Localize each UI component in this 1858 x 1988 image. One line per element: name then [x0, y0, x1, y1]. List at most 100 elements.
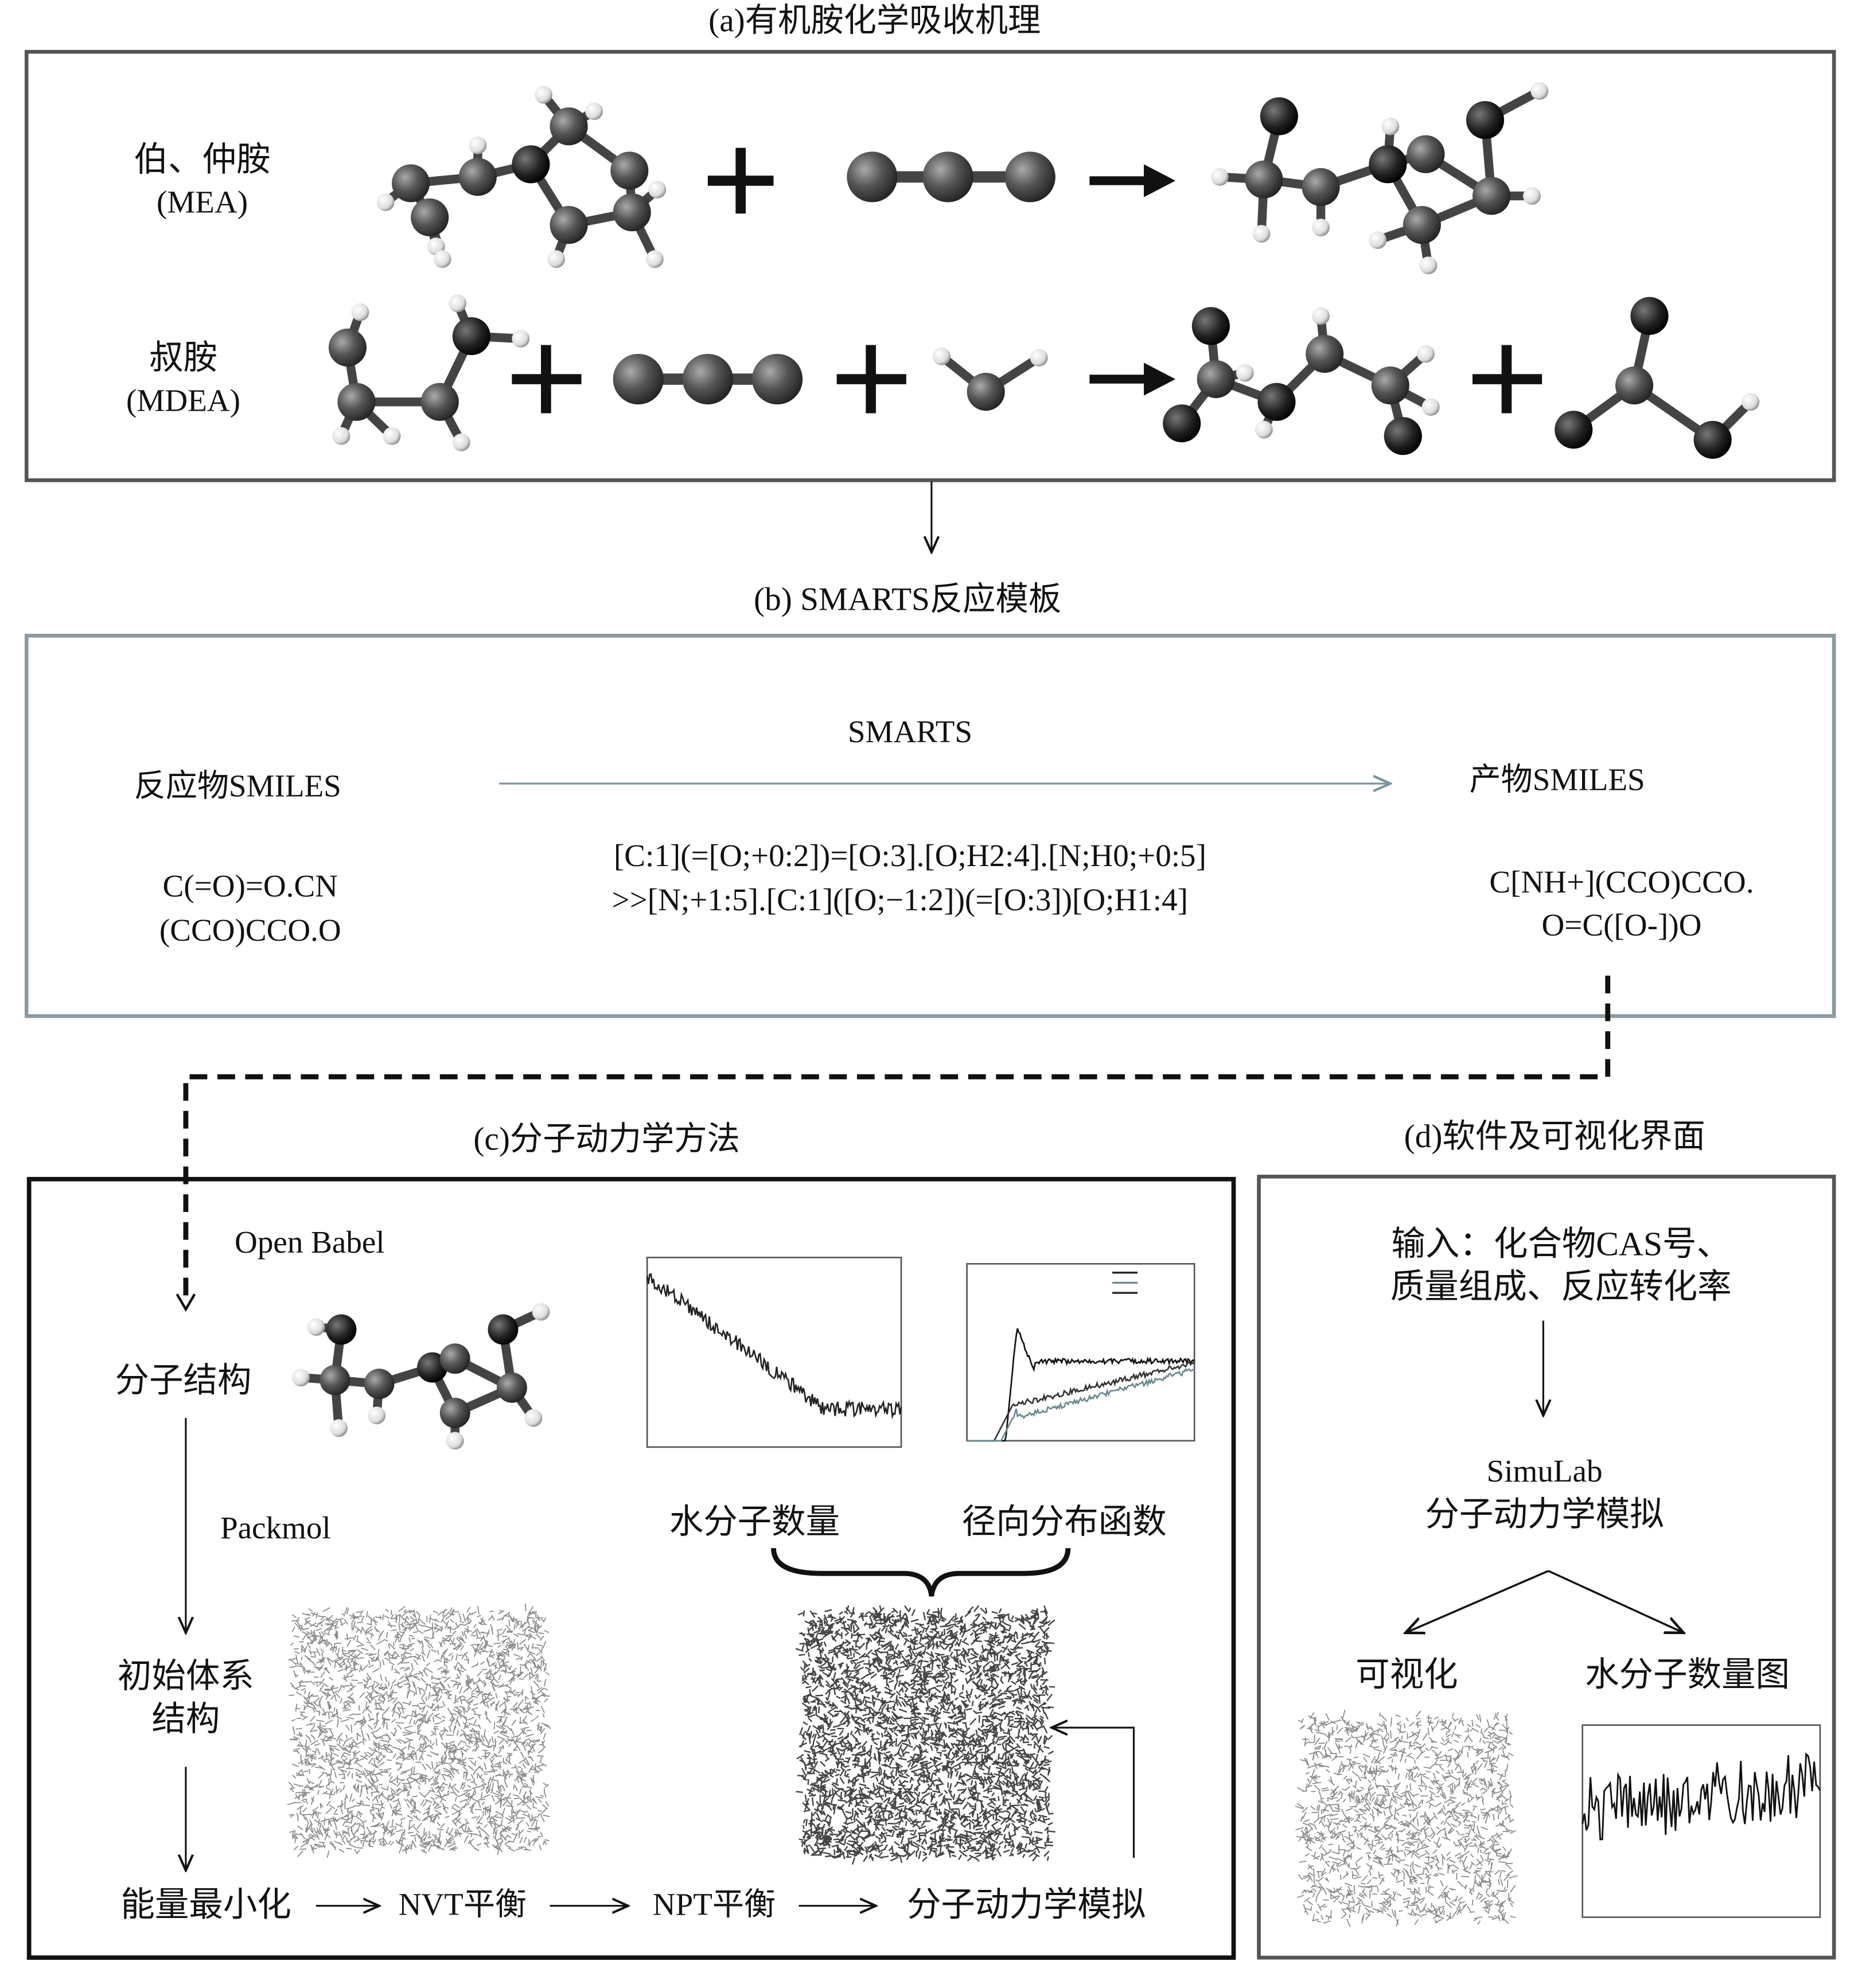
- heavy-atom: [417, 1352, 448, 1383]
- step-md-simulation: 分子动力学模拟: [906, 1885, 1146, 1924]
- plus-icon: [707, 147, 774, 214]
- molecular-structure-label: 分子结构: [115, 1361, 252, 1400]
- hydrogen-atom: [1312, 307, 1330, 325]
- curly-brace: [771, 1547, 1071, 1597]
- hydrogen-atom: [648, 181, 667, 198]
- product-smiles-line-2: O=C([O-])O: [1541, 909, 1702, 944]
- reactant-smiles-label: 反应物SMILES: [134, 770, 341, 804]
- input-line-1: 输入：化合物CAS号、: [1391, 1225, 1731, 1263]
- initial-system-label-1: 初始体系: [117, 1657, 254, 1695]
- panel-d-title: (d)软件及可视化界面: [1404, 1118, 1705, 1155]
- mea-label: (MEA): [156, 186, 248, 220]
- panel-a-title: (a)有机胺化学吸收机理: [708, 2, 1041, 39]
- heavy-atom: [1615, 366, 1654, 405]
- molecule-model: [847, 151, 1055, 202]
- smarts-template-line-1: [C:1](=[O;+0:2])=[O:3].[O;H2:4].[N;H0;+0…: [613, 839, 1206, 874]
- plus-icon: [1472, 345, 1543, 414]
- heavy-atom: [1302, 168, 1340, 206]
- step-npt-equilibrium: NPT平衡: [652, 1888, 776, 1923]
- reactant-smiles-line-2: (CCO)CCO.O: [159, 914, 341, 949]
- heavy-atom: [1466, 101, 1505, 139]
- hydrogen-atom: [585, 102, 603, 120]
- step-nvt-equilibrium: NVT平衡: [398, 1888, 527, 1923]
- heavy-atom: [1630, 297, 1669, 335]
- hydrogen-atom: [469, 136, 487, 154]
- hydrogen-atom: [1030, 349, 1048, 367]
- feedback-arrow: [1051, 1728, 1135, 1858]
- arrow-to-water-chart: [1548, 1570, 1684, 1633]
- heavy-atom: [550, 206, 588, 244]
- smarts-template-line-2: >>[N;+1:5].[C:1]([O;−1:2])(=[O:3])[O;H1:…: [611, 883, 1188, 918]
- heavy-atom: [328, 328, 367, 367]
- molecule-model: [613, 353, 803, 405]
- hydrogen-atom: [645, 250, 664, 268]
- heavy-atom: [967, 373, 1005, 411]
- hydrogen-atom: [330, 1419, 348, 1437]
- heavy-atom: [326, 1314, 357, 1345]
- dashed-connector: [183, 976, 1611, 1306]
- heavy-atom: [320, 1365, 350, 1396]
- heavy-atom: [1257, 383, 1296, 421]
- rdf-label: 径向分布函数: [961, 1503, 1167, 1541]
- heavy-atom: [1472, 177, 1511, 215]
- heavy-atom: [1371, 366, 1409, 405]
- molecule-model: [291, 1303, 550, 1450]
- hydrogen-atom: [376, 193, 395, 211]
- heavy-atom: [392, 164, 430, 202]
- heavy-atom: [1384, 417, 1422, 455]
- molecule-model: [376, 85, 667, 268]
- heavy-atom: [847, 151, 898, 202]
- hydrogen-atom: [524, 1409, 543, 1427]
- heavy-atom: [922, 151, 973, 202]
- water-count-chart-d: [1582, 1724, 1821, 1918]
- reactant-smiles-line-1: C(=O)=O.CN: [162, 870, 338, 904]
- panel-b-frame: [24, 634, 1836, 1018]
- heavy-atom: [420, 383, 459, 421]
- amine-primary-secondary-label: 伯、仲胺: [134, 140, 271, 179]
- open-babel-label: Open Babel: [235, 1226, 385, 1261]
- heavy-atom: [496, 1372, 527, 1403]
- heavy-atom: [610, 151, 649, 190]
- heavy-atom: [1260, 97, 1298, 135]
- visualization-snapshot: [1295, 1709, 1518, 1927]
- heavy-atom: [439, 1397, 470, 1428]
- initial-system-snapshot: [287, 1603, 551, 1858]
- heavy-atom: [1191, 307, 1230, 345]
- hydrogen-atom: [1312, 219, 1330, 237]
- heavy-atom: [613, 353, 664, 405]
- heavy-atom: [1306, 334, 1344, 373]
- hydrogen-atom: [1530, 82, 1549, 100]
- dashed-connector-arrowhead: [176, 1293, 196, 1312]
- hydrogen-atom: [1523, 187, 1541, 205]
- heavy-atom: [550, 107, 588, 146]
- water-count-label: 水分子数量: [669, 1503, 840, 1541]
- panel-c-frame: [26, 1176, 1236, 1960]
- heavy-atom: [1004, 151, 1055, 202]
- heavy-atom: [337, 383, 376, 421]
- heavy-atom: [1369, 145, 1407, 184]
- hydrogen-atom: [351, 303, 369, 321]
- software-subtitle: 分子动力学模拟: [1425, 1495, 1664, 1534]
- panel-d-frame: [1257, 1175, 1836, 1960]
- rdf-series-3: [967, 1367, 1195, 1442]
- hydrogen-atom: [1369, 231, 1387, 250]
- reaction-arrow-icon: [1089, 164, 1176, 197]
- molecule-model: [1163, 307, 1440, 455]
- product-smiles-line-1: C[NH+](CCO)CCO.: [1489, 866, 1754, 901]
- hydrogen-atom: [1255, 420, 1273, 439]
- water-chart-label: 水分子数量图: [1585, 1655, 1790, 1694]
- molecule-model: [1210, 82, 1549, 275]
- hydrogen-atom: [291, 1369, 310, 1387]
- heavy-atom: [364, 1369, 395, 1400]
- hydrogen-atom: [1417, 345, 1435, 363]
- molecule-model: [328, 294, 530, 451]
- rdf-series-2: [967, 1360, 1195, 1442]
- panel-c-title: (c)分子动力学方法: [473, 1120, 740, 1157]
- molecule-model: [933, 347, 1048, 411]
- hydrogen-atom: [512, 330, 530, 348]
- hydrogen-atom: [1421, 398, 1440, 416]
- amine-tertiary-label: 叔胺: [149, 338, 217, 377]
- hydrogen-atom: [1381, 117, 1400, 135]
- software-name: SimuLab: [1486, 1455, 1603, 1490]
